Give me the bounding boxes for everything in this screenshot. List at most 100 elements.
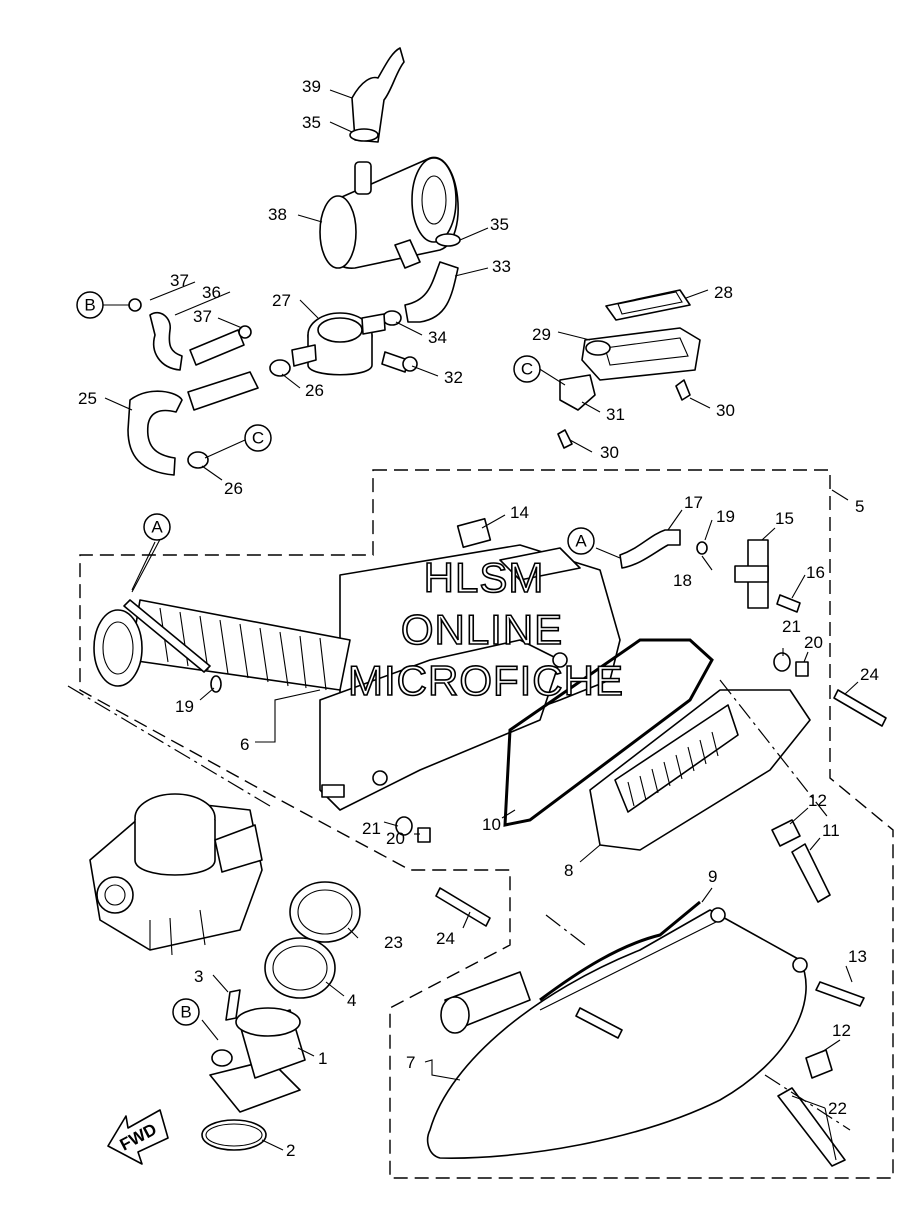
bolt-32 [381,351,409,373]
ref-marker-c-top: C [244,424,272,452]
grommet-20-upper [795,661,809,677]
callout-8: 8 [564,861,573,880]
clamp-26-upper [269,359,291,377]
drain-cap-12-upper [771,819,801,847]
hose-25-upper [187,371,259,411]
drain-hose-22 [777,1087,846,1167]
callout-6: 6 [240,735,249,754]
svg-text:A: A [151,518,163,537]
o-ring-2 [201,1119,267,1151]
clip-35-right [435,233,461,247]
callout-9: 9 [708,867,717,886]
svg-text:C: C [252,429,264,448]
drain-hose-11 [791,843,831,903]
collar-21-upper [773,652,791,672]
callout-31: 31 [606,405,625,424]
callout-37-left: 37 [170,271,189,290]
callout-15: 15 [775,509,794,528]
callout-32: 32 [444,368,463,387]
intake-duct [93,599,351,691]
clamp-26-lower [187,451,209,469]
callout-30-right: 30 [716,401,735,420]
callout-36: 36 [202,283,221,302]
screw-3 [225,989,241,1021]
callout-24-lower: 24 [436,929,455,948]
callout-27: 27 [272,291,291,310]
assembly-boundary-outline [79,469,894,1179]
clamp-23 [289,881,361,943]
breather-tank-38 [319,157,459,269]
callout-30-lower: 30 [600,443,619,462]
callout-5: 5 [855,497,864,516]
callout-21-lower: 21 [362,819,381,838]
clamp-37-left [128,298,142,312]
callout-12-upper: 12 [808,791,827,810]
screw-16 [776,594,801,613]
bolt-24-lower [435,887,491,927]
guideline-carb-left [67,685,271,807]
ref-marker-a-left: A [143,513,171,541]
callout-3: 3 [194,967,203,986]
bracket-29 [581,327,701,381]
callout-1: 1 [318,1049,327,1068]
callout-26-upper: 26 [305,381,324,400]
hose-36 [149,311,183,371]
callout-12-lower: 12 [832,1021,851,1040]
breather-hose-39 [351,47,405,143]
ref-marker-b-top: B [76,291,104,319]
callout-20-upper: 20 [804,633,823,652]
screw-13-mid [575,1007,623,1039]
clamp-4 [264,937,336,999]
clamp-37-right [238,325,252,339]
callout-20-lower: 20 [386,829,405,848]
gasket-10 [503,638,714,827]
callout-33: 33 [492,257,511,276]
callout-19-right: 19 [716,507,735,526]
air-cut-valve-27 [291,312,386,376]
callout-18: 18 [673,571,692,590]
bolt-30-right [675,379,691,401]
callout-34: 34 [428,328,447,347]
clamp-18 [696,541,708,555]
hose-36-short [189,329,245,366]
callout-11: 11 [822,821,840,840]
clip-14 [456,517,492,549]
callout-38: 38 [268,205,287,224]
ref-marker-b-bottom: B [172,998,200,1026]
callout-25: 25 [78,389,97,408]
carburetor-joint-1 [209,1007,306,1113]
callout-7: 7 [406,1053,415,1072]
hose-25 [127,390,183,476]
watermark-line-2: ONLINE [401,606,563,653]
hose-33 [404,261,459,323]
joint-15-branch [734,565,769,583]
clip-35-top [349,128,379,142]
watermark: HLSM ONLINE MICROFICHE [347,553,624,705]
callout-26-lower: 26 [224,479,243,498]
bolt-24-upper [833,689,887,727]
watermark-line-1: HLSM [424,554,545,601]
leader-lines [102,89,859,1161]
drain-cap-12-lower [805,1049,833,1079]
callout-37-mid: 37 [193,307,212,326]
bolt-32-head [402,356,418,372]
callout-35-top: 35 [302,113,321,132]
carburetor [89,793,263,956]
callout-17: 17 [684,493,703,512]
hose-17 [619,529,681,569]
callout-21-upper: 21 [782,617,801,636]
callout-22: 22 [828,1099,847,1118]
guideline-lower-left [545,914,586,946]
callout-16: 16 [806,563,825,582]
guideline-lower-right [764,1074,851,1131]
stay-31 [559,374,596,411]
air-filter-case-6 [319,544,621,811]
callout-35-right: 35 [490,215,509,234]
callout-23: 23 [384,933,403,952]
filter-element-8 [589,689,811,851]
svg-text:B: B [84,296,95,315]
intake-tube-7 [440,971,531,1034]
watermark-line-3: MICROFICHE [348,657,624,704]
callout-39: 39 [302,77,321,96]
